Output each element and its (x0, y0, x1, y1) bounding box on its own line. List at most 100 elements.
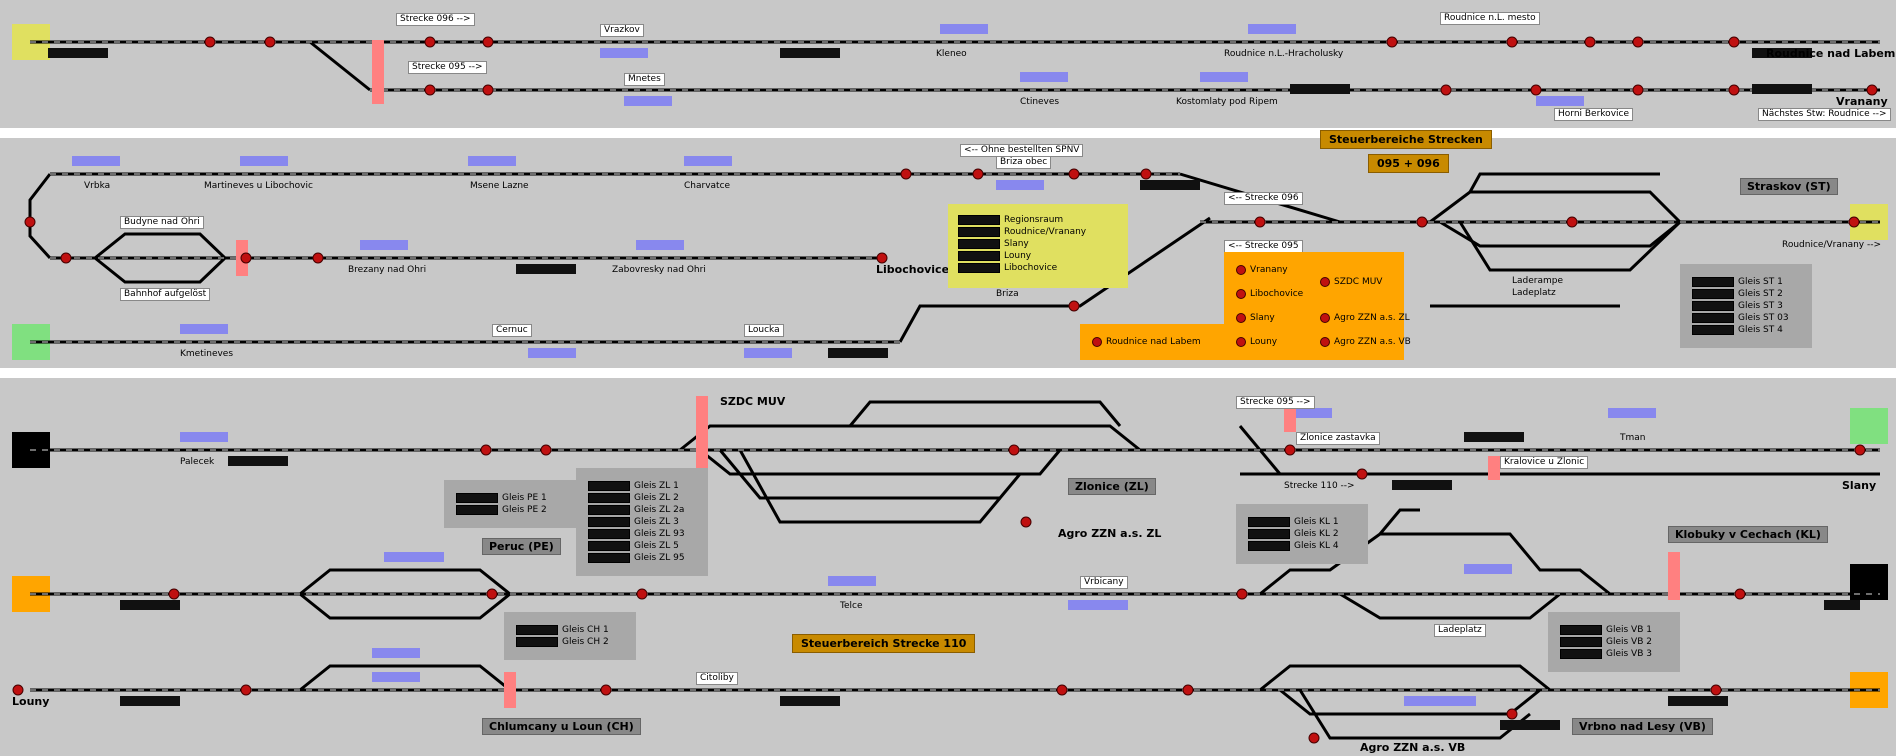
label-briza-obec: Briza obec (996, 156, 1052, 169)
label-martineves: Martineves u Libochovic (204, 181, 313, 191)
zl-gleis-0[interactable]: Gleis ZL 1 (588, 480, 685, 492)
ch-gleis-1[interactable]: Gleis CH 2 (516, 636, 609, 648)
label-horni-berkovice: Horni Berkovice (1554, 108, 1634, 121)
orange-col1-item-2[interactable]: Slany (1236, 312, 1303, 336)
label-citoliby: Citoliby (696, 672, 738, 685)
label-bahnhof: Bahnhof aufgelöst (120, 288, 211, 301)
label-tman: Tman (1620, 433, 1646, 443)
vb-gleis-1[interactable]: Gleis VB 2 (1560, 636, 1652, 648)
separator-2 (0, 368, 1896, 378)
st-gleis-1[interactable]: Gleis ST 2 (1692, 288, 1789, 300)
label-telce: Telce (840, 601, 863, 611)
vb-gleis-0[interactable]: Gleis VB 1 (1560, 624, 1652, 636)
separator-1 (0, 128, 1896, 138)
yellow-item-1[interactable]: Roudnice/Vranany (958, 226, 1086, 238)
title-steuerbereich-110: Steuerbereich Strecke 110 (792, 634, 976, 653)
orange-col2: SZDC MUV Agro ZZN a.s. ZL Agro ZZN a.s. … (1320, 276, 1411, 360)
station-slany: Slany (1842, 479, 1877, 492)
label-budyne: Budyne nad Ohri (120, 216, 204, 229)
label-strecke-110[interactable]: Strecke 110 --> (1284, 481, 1355, 491)
panel-ch-gleis: Gleis CH 1 Gleis CH 2 (504, 612, 636, 660)
title-steuerbereiche-strecken: Steuerbereiche Strecken (1320, 130, 1492, 149)
orange-col1: Vranany Libochovice Slany Louny (1236, 264, 1303, 360)
band-bottom (0, 378, 1896, 756)
track-end-green-right[interactable] (1850, 408, 1888, 444)
zl-gleis-1[interactable]: Gleis ZL 2 (588, 492, 685, 504)
zl-gleis-5[interactable]: Gleis ZL 5 (588, 540, 685, 552)
yellow-item-4[interactable]: Libochovice (958, 262, 1086, 274)
title-zlonice: Zlonice (ZL) (1068, 478, 1156, 495)
label-zabovresky: Zabovresky nad Ohri (612, 265, 706, 275)
label-ctineves: Ctineves (1020, 97, 1060, 107)
label-szdc-muv: SZDC MUV (720, 395, 786, 408)
kl-gleis-2[interactable]: Gleis KL 4 (1248, 540, 1339, 552)
title-vrbno: Vrbno nad Lesy (VB) (1572, 718, 1713, 735)
label-zlonice-zastavka: Zlonice zastavka (1296, 432, 1380, 445)
label-kralovice: Kralovice u Zlonic (1500, 456, 1589, 469)
label-roudnice-vranany[interactable]: Roudnice/Vranany --> (1782, 240, 1882, 250)
zl-gleis-6[interactable]: Gleis ZL 95 (588, 552, 685, 564)
orange-col1-item-3[interactable]: Louny (1236, 336, 1303, 360)
title-095-096: 095 + 096 (1368, 154, 1449, 173)
title-straskov: Straskov (ST) (1740, 178, 1838, 195)
label-mnetes: Mnetes (624, 73, 665, 86)
panel-st-gleis: Gleis ST 1 Gleis ST 2 Gleis ST 3 Gleis S… (1680, 264, 1812, 348)
label-kleneo: Kleneo (936, 49, 967, 59)
label-strecke-096-back[interactable]: <-- Strecke 096 (1224, 192, 1303, 205)
title-peruc: Peruc (PE) (482, 538, 561, 555)
yellow-item-3[interactable]: Louny (958, 250, 1086, 262)
station-libochovice: Libochovice (876, 263, 950, 276)
st-gleis-2[interactable]: Gleis ST 3 (1692, 300, 1789, 312)
kl-gleis-1[interactable]: Gleis KL 2 (1248, 528, 1339, 540)
st-gleis-4[interactable]: Gleis ST 4 (1692, 324, 1789, 336)
label-nachstes[interactable]: Nächstes Stw: Roudnice --> (1758, 108, 1891, 121)
label-roudnice-mesto: Roudnice n.L. mesto (1440, 12, 1540, 25)
orange-col2-item-0[interactable]: SZDC MUV (1320, 276, 1411, 312)
zl-gleis-2[interactable]: Gleis ZL 2a (588, 504, 685, 516)
label-agro-vb: Agro ZZN a.s. VB (1360, 741, 1466, 754)
pe-gleis-0[interactable]: Gleis PE 1 (456, 492, 547, 504)
label-kmetineves: Kmetineves (180, 349, 234, 359)
track-dashes (30, 41, 1880, 691)
title-klobuky: Klobuky v Cechach (KL) (1668, 526, 1828, 543)
kl-gleis-0[interactable]: Gleis KL 1 (1248, 516, 1339, 528)
label-strecke-095-fwd[interactable]: Strecke 095 --> (1236, 396, 1315, 409)
yellow-item-2[interactable]: Slany (958, 238, 1086, 250)
label-brezany: Brezany nad Ohri (348, 265, 427, 275)
label-loucka: Loucka (744, 324, 784, 337)
label-vrbicany: Vrbicany (1080, 576, 1128, 589)
orange-col1-item-0[interactable]: Vranany (1236, 264, 1303, 288)
orange-col2-item-1[interactable]: Agro ZZN a.s. ZL (1320, 312, 1411, 336)
label-msene: Msene Lazne (470, 181, 529, 191)
st-gleis-3[interactable]: Gleis ST 03 (1692, 312, 1789, 324)
label-briza: Briza (996, 289, 1019, 299)
band-top (0, 0, 1896, 128)
zl-gleis-4[interactable]: Gleis ZL 93 (588, 528, 685, 540)
label-palecek: Palecek (180, 457, 215, 467)
panel-kl-gleis: Gleis KL 1 Gleis KL 2 Gleis KL 4 (1236, 504, 1368, 564)
panel-pe-gleis: Gleis PE 1 Gleis PE 2 (444, 480, 576, 528)
pe-gleis-1[interactable]: Gleis PE 2 (456, 504, 547, 516)
orange-col1-item-1[interactable]: Libochovice (1236, 288, 1303, 312)
orange-roudnice-item[interactable]: Roudnice nad Labem (1092, 336, 1201, 348)
ch-gleis-0[interactable]: Gleis CH 1 (516, 624, 609, 636)
label-agro-zl: Agro ZZN a.s. ZL (1058, 527, 1162, 540)
yellow-item-0[interactable]: Regionsraum (958, 214, 1086, 226)
panel-vb-gleis: Gleis VB 1 Gleis VB 2 Gleis VB 3 (1548, 612, 1680, 672)
label-strecke-095[interactable]: Strecke 095 --> (408, 61, 487, 74)
vb-gleis-2[interactable]: Gleis VB 3 (1560, 648, 1652, 660)
signals (12, 36, 1878, 744)
label-roudnice-hracholusky: Roudnice n.L.-Hracholusky (1224, 49, 1344, 59)
station-roudnice-nad-labem: Roudnice nad Labem (1766, 47, 1896, 60)
block-counters (48, 48, 1860, 730)
label-cernuc: Cernuc (492, 324, 532, 337)
station-louny: Louny (12, 695, 50, 708)
zl-gleis-3[interactable]: Gleis ZL 3 (588, 516, 685, 528)
label-ladeplatz: Ladeplatz (1512, 288, 1556, 298)
label-vrazkov: Vrazkov (600, 24, 644, 37)
st-gleis-0[interactable]: Gleis ST 1 (1692, 276, 1789, 288)
orange-col2-item-2[interactable]: Agro ZZN a.s. VB (1320, 336, 1411, 360)
label-strecke-096[interactable]: Strecke 096 --> (396, 13, 475, 26)
label-ladeplatz-vb: Ladeplatz (1434, 624, 1486, 637)
